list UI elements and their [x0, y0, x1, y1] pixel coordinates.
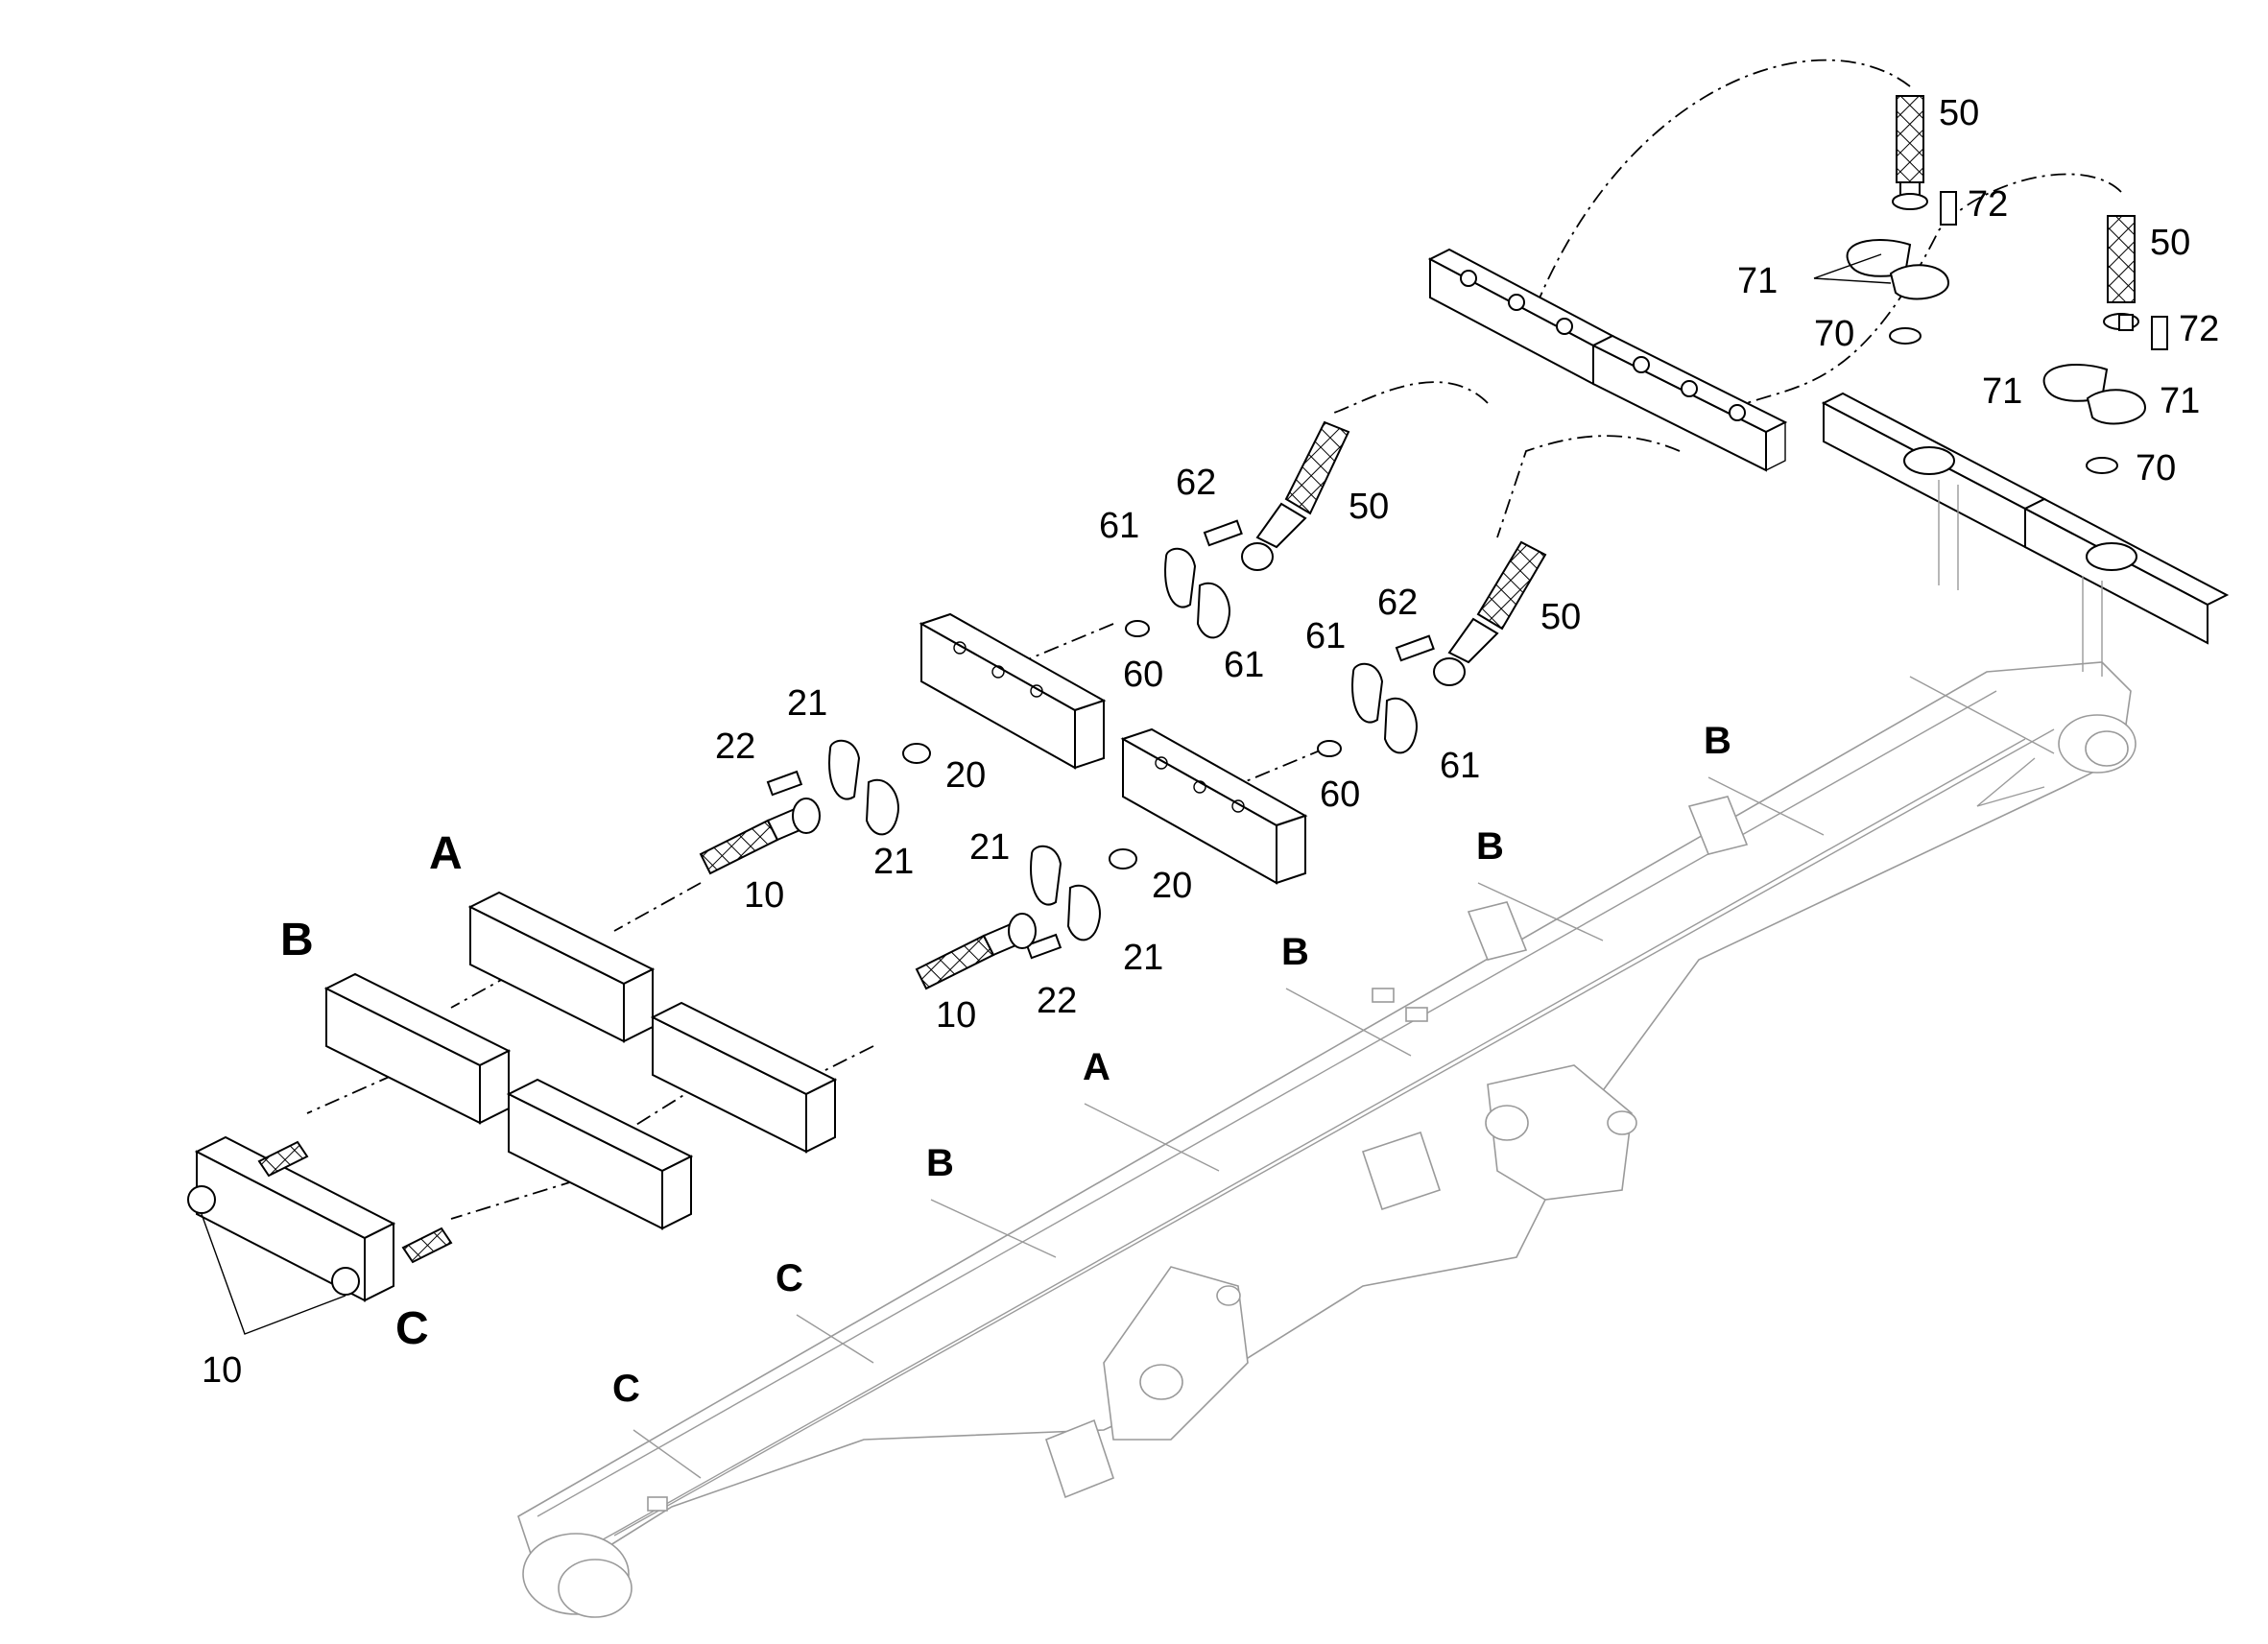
label-a: A — [1083, 1046, 1110, 1088]
callout-60: 60 — [1320, 774, 1360, 815]
callout-71: 71 — [2160, 381, 2200, 421]
label-c: C — [395, 1303, 429, 1354]
label-b: B — [1704, 720, 1731, 762]
callout-61: 61 — [1099, 506, 1139, 546]
label-b: B — [926, 1142, 954, 1184]
label-c: C — [776, 1257, 803, 1299]
callout-22: 22 — [715, 727, 755, 767]
center-hose-fittings — [699, 420, 1547, 990]
callout-72: 72 — [2179, 309, 2219, 349]
label-b: B — [280, 915, 314, 965]
upper-clamp-rails — [1427, 248, 2230, 677]
callout-10: 10 — [936, 995, 976, 1036]
center-manifold-blocks — [919, 612, 1308, 885]
callout-50: 50 — [1939, 93, 1979, 133]
callout-50: 50 — [1349, 487, 1389, 527]
label-b: B — [1476, 825, 1504, 868]
left-clamp-blocks — [187, 891, 838, 1335]
callout-62: 62 — [1377, 583, 1418, 623]
callout-21: 21 — [873, 842, 914, 882]
callout-72: 72 — [1968, 184, 2008, 225]
callout-61: 61 — [1440, 746, 1480, 786]
upper-right-fittings — [1813, 95, 2168, 474]
callout-62: 62 — [1176, 463, 1216, 503]
clamp-position-letters: A B C B B B A B C C — [280, 720, 1731, 1410]
callout-61: 61 — [1224, 645, 1264, 685]
callout-61: 61 — [1305, 616, 1346, 656]
callout-10: 10 — [744, 875, 784, 916]
callout-71: 71 — [1737, 261, 1778, 301]
callout-21: 21 — [787, 683, 827, 724]
callout-22: 22 — [1037, 981, 1077, 1021]
callout-10: 10 — [202, 1350, 242, 1391]
label-a: A — [429, 828, 463, 879]
callout-70: 70 — [1814, 314, 1854, 354]
callout-50: 50 — [1540, 597, 1581, 637]
callout-60: 60 — [1123, 655, 1163, 695]
callout-20: 20 — [945, 755, 986, 796]
hose-routing-lines — [306, 59, 2122, 1220]
boom-arm-outline — [517, 661, 2137, 1618]
callout-50: 50 — [2150, 223, 2190, 263]
callout-numbers: 50 72 71 70 50 72 71 71 70 62 61 50 60 6… — [202, 93, 2219, 1391]
callout-21: 21 — [969, 827, 1010, 868]
label-b: B — [1281, 931, 1309, 973]
callout-71: 71 — [1982, 371, 2022, 412]
callout-20: 20 — [1152, 866, 1192, 906]
callout-70: 70 — [2136, 448, 2176, 488]
callout-21: 21 — [1123, 938, 1163, 978]
label-c: C — [612, 1368, 640, 1410]
